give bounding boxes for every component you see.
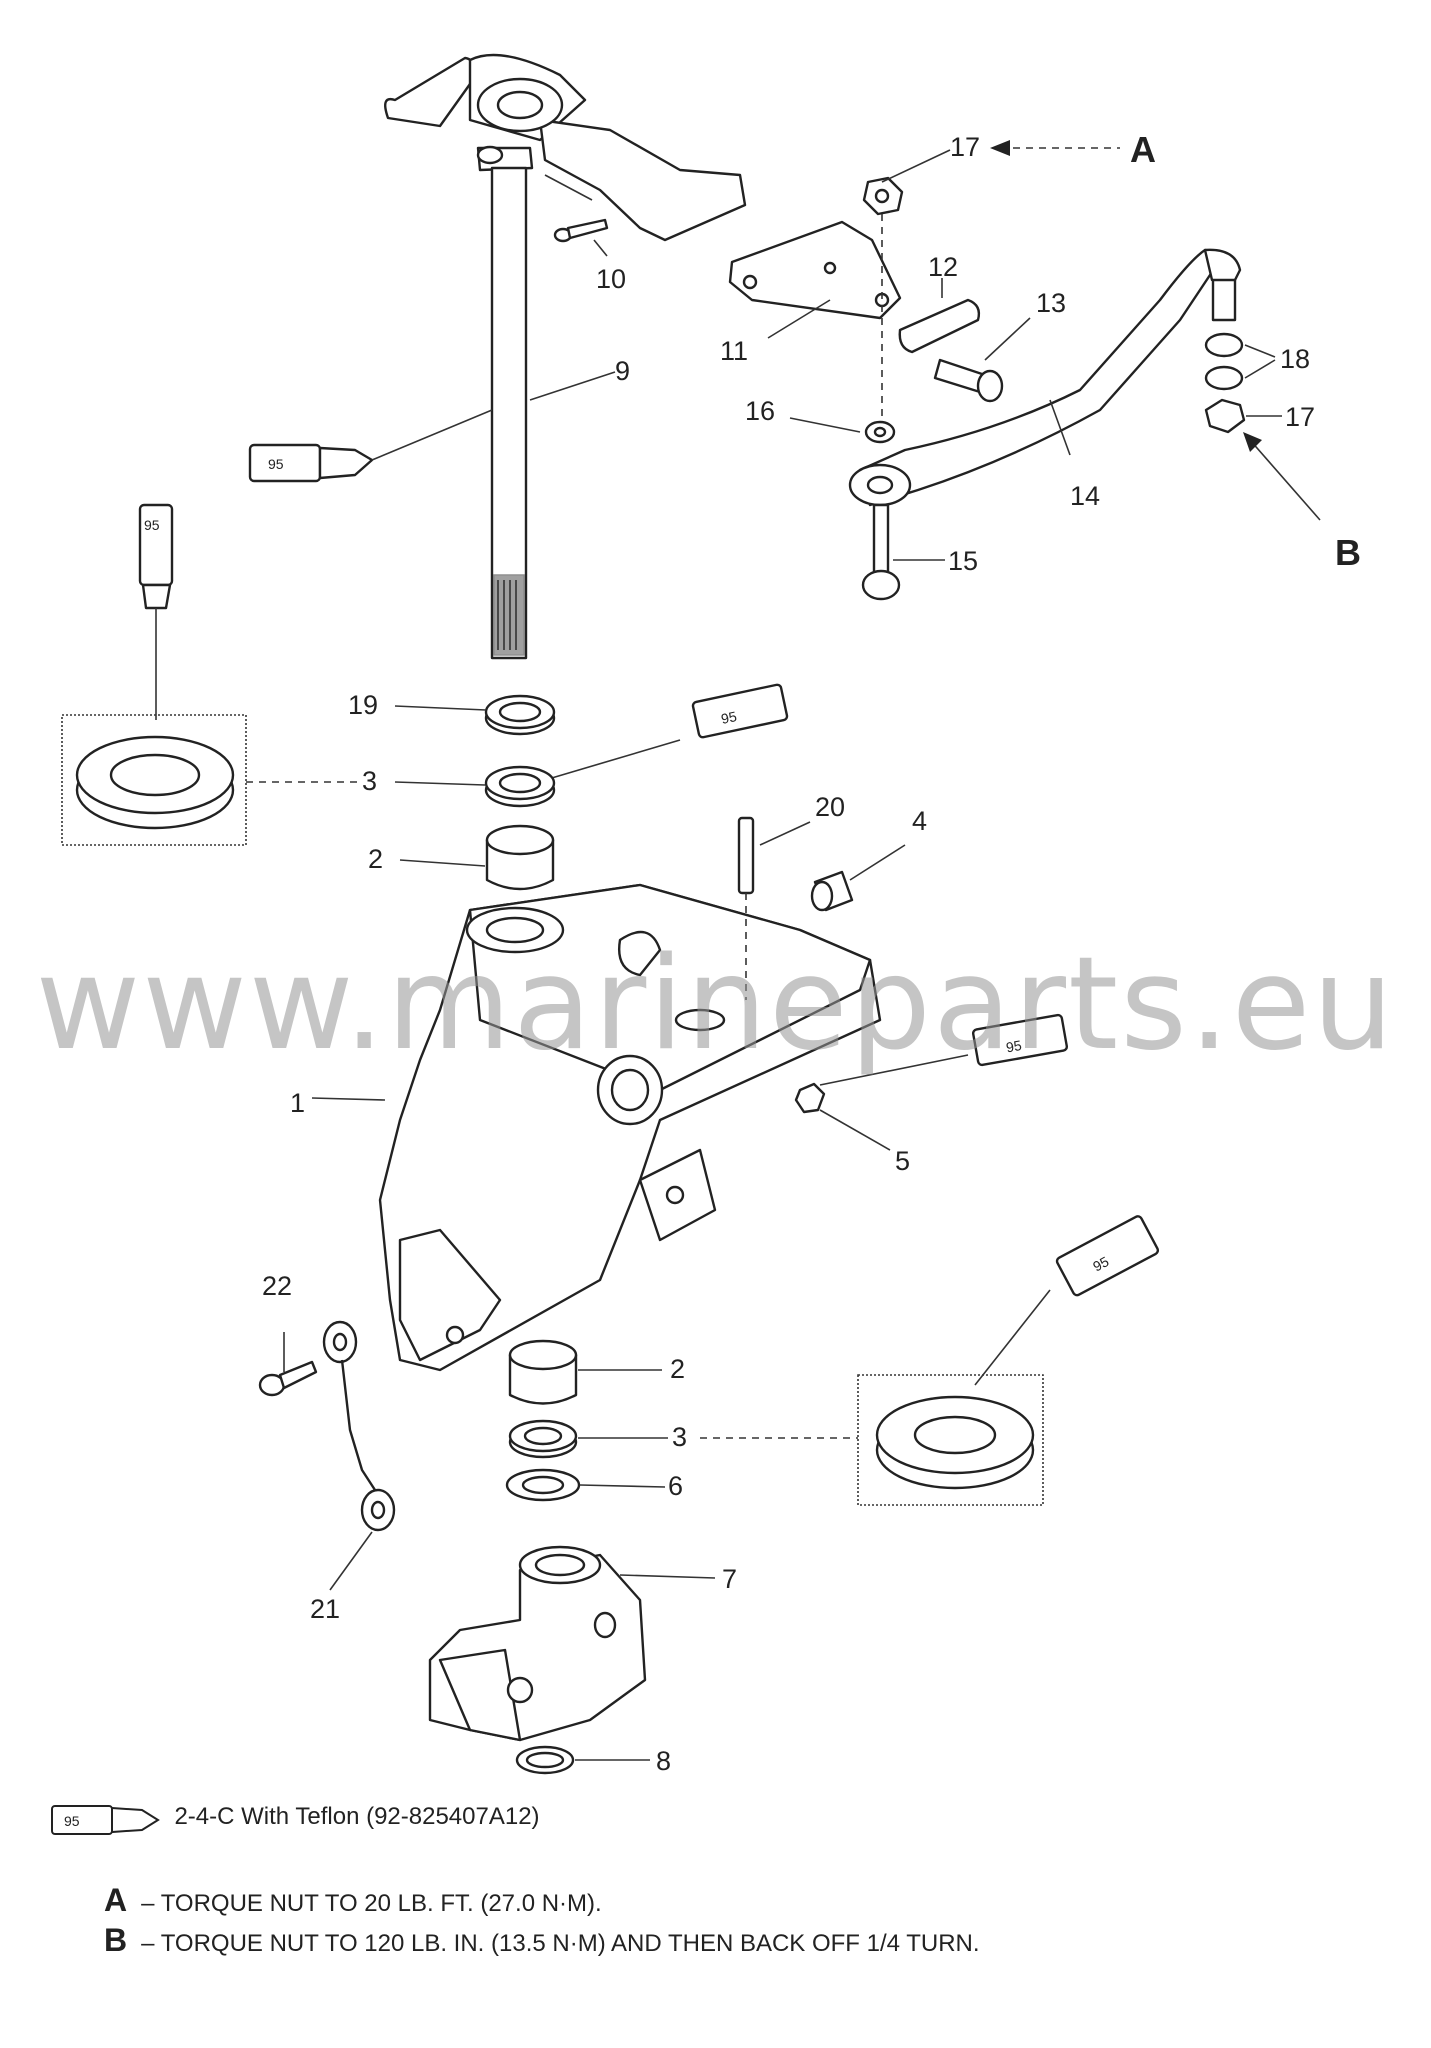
lube-tube-3-lower: 95 [1055, 1215, 1160, 1297]
link-12 [898, 298, 981, 354]
label-8: 8 [656, 1746, 671, 1776]
label-1: 1 [290, 1088, 305, 1118]
steering-shaft [490, 166, 528, 660]
note-b: B – TORQUE NUT TO 120 LB. IN. (13.5 N·M) … [104, 1922, 980, 1959]
svg-text:95: 95 [268, 456, 284, 472]
label-5: 5 [895, 1146, 910, 1176]
seal-3-top [484, 765, 556, 808]
bolt-13 [933, 358, 1004, 403]
lube-tube-3-top: 95 [138, 503, 174, 610]
callout-b: B [1335, 532, 1361, 573]
label-10: 10 [596, 264, 626, 294]
steering-arm-bracket [384, 53, 747, 242]
pin-20 [737, 816, 755, 895]
note-a-text: – TORQUE NUT TO 20 LB. FT. (27.0 N·M). [141, 1890, 602, 1917]
ring-19 [484, 694, 556, 736]
label-9: 9 [615, 356, 630, 386]
label-11: 11 [720, 336, 748, 366]
bushing-2-lower [508, 1339, 578, 1405]
label-22: 22 [262, 1271, 292, 1301]
swivel-bracket [378, 883, 882, 1372]
lube-tube-icon: 95 [51, 1805, 160, 1835]
stud-and-nuts-right [1204, 278, 1246, 434]
label-14: 14 [1070, 481, 1100, 511]
lubricant-legend: 95 2-4-C With Teflon (92-825407A12) [50, 1800, 540, 1840]
label-20: 20 [815, 792, 845, 822]
label-12: 12 [928, 252, 958, 282]
nut-17-top [862, 176, 904, 216]
washer-6 [505, 1468, 581, 1502]
label-4: 4 [912, 806, 927, 836]
mounting-plate [728, 220, 902, 320]
bushing-2-top [485, 824, 555, 891]
bolt-15 [861, 503, 901, 601]
svg-text:95: 95 [1090, 1253, 1111, 1275]
bushing-4 [810, 870, 854, 912]
lube-tube-3-right: 95 [691, 683, 789, 739]
ground-strap [322, 1320, 396, 1532]
inset-seal-top [61, 714, 247, 846]
watermark: www.marineparts.eu [35, 930, 1396, 1079]
svg-text:95: 95 [720, 708, 739, 727]
label-17-top: 17 [950, 132, 980, 162]
label-13: 13 [1036, 288, 1066, 318]
label-21: 21 [310, 1594, 340, 1624]
label-6: 6 [668, 1471, 683, 1501]
lube-tube-5: 95 [971, 1013, 1069, 1067]
ring-8 [515, 1745, 575, 1775]
label-18: 18 [1280, 344, 1310, 374]
label-7: 7 [722, 1564, 737, 1594]
note-a: A – TORQUE NUT TO 20 LB. FT. (27.0 N·M). [104, 1882, 602, 1919]
note-a-letter: A [104, 1882, 128, 1918]
label-3-lower: 3 [672, 1422, 687, 1452]
grease-fitting-5 [794, 1082, 826, 1114]
label-3-top: 3 [362, 766, 377, 796]
tie-bar [848, 248, 1242, 507]
legend-text: 2-4-C With Teflon (92-825407A12) [174, 1803, 540, 1831]
inset-seal-lower [857, 1374, 1044, 1506]
label-2-lower: 2 [670, 1354, 685, 1384]
lube-tube-9: 95 [248, 443, 374, 483]
steering-yoke [428, 1545, 647, 1742]
svg-text:95: 95 [64, 1813, 80, 1829]
note-b-letter: B [104, 1922, 128, 1958]
label-16: 16 [745, 396, 775, 426]
note-b-text: – TORQUE NUT TO 120 LB. IN. (13.5 N·M) A… [141, 1930, 980, 1957]
svg-text:95: 95 [1005, 1037, 1023, 1055]
callout-a: A [1130, 129, 1156, 170]
label-15: 15 [948, 546, 978, 576]
screw-22 [258, 1360, 318, 1397]
label-2-top: 2 [368, 844, 383, 874]
label-17-right: 17 [1285, 402, 1315, 432]
svg-text:95: 95 [144, 517, 160, 533]
seal-3-lower [508, 1419, 578, 1459]
label-19: 19 [348, 690, 378, 720]
washer-16 [864, 420, 896, 444]
screw-10 [553, 218, 609, 243]
